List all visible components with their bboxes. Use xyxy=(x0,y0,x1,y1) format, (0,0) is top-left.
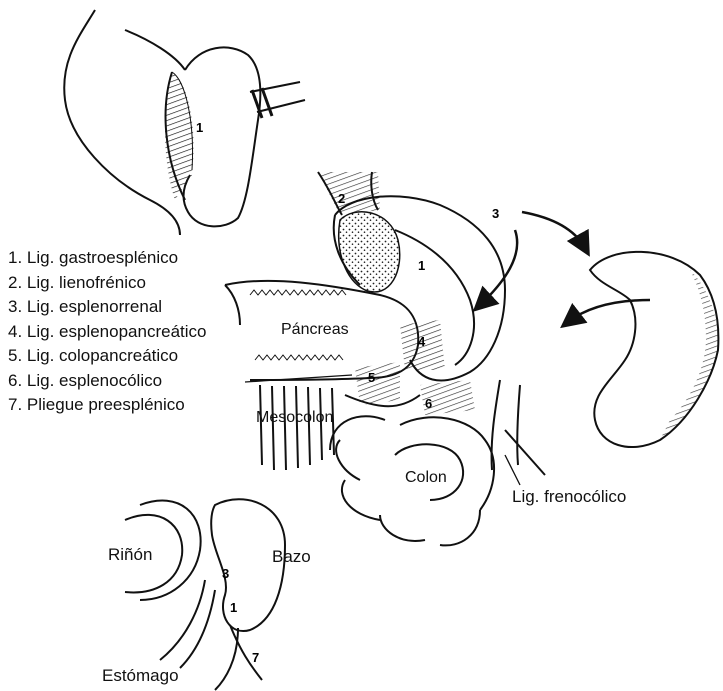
bottom-inset-drawing xyxy=(125,499,285,690)
gastrosplenic-ligament-hatch xyxy=(165,72,194,200)
legend-item: 4. Lig. esplenopancreático xyxy=(8,320,206,345)
colopancreatic-ligament-hatch xyxy=(355,362,400,405)
legend-item: 1. Lig. gastroesplénico xyxy=(8,246,206,271)
ligament-legend: 1. Lig. gastroesplénico 2. Lig. lienofré… xyxy=(8,246,206,418)
kidney-label: Riñón xyxy=(108,545,152,565)
bottom-marker-7: 7 xyxy=(252,650,259,665)
legend-item: 6. Lig. esplenocólico xyxy=(8,369,206,394)
main-marker-5: 5 xyxy=(368,370,375,385)
phrenicocolic-ligament-label: Lig. frenocólico xyxy=(512,487,626,507)
legend-item: 2. Lig. lienofrénico xyxy=(8,271,206,296)
legend-item: 5. Lig. colopancreático xyxy=(8,344,206,369)
spleen-label: Bazo xyxy=(272,547,311,567)
main-marker-6: 6 xyxy=(425,396,432,411)
bottom-marker-1: 1 xyxy=(230,600,237,615)
main-marker-2: 2 xyxy=(338,191,345,206)
bottom-marker-3: 3 xyxy=(222,566,229,581)
main-marker-3: 3 xyxy=(492,206,499,221)
legend-item: 7. Pliegue preesplénico xyxy=(8,393,206,418)
lienophrenic-ligament-hatch xyxy=(318,172,380,215)
main-marker-4: 4 xyxy=(418,334,426,349)
main-marker-1: 1 xyxy=(418,258,425,273)
pancreas-label: Páncreas xyxy=(281,320,349,340)
top-inset-marker-1: 1 xyxy=(196,120,203,135)
colon-label: Colon xyxy=(405,468,447,488)
legend-item: 3. Lig. esplenorrenal xyxy=(8,295,206,320)
rotated-spleen-shading xyxy=(660,270,718,440)
stomach-label: Estómago xyxy=(102,666,179,686)
spleen-hilum-stipple xyxy=(339,212,400,292)
mesocolon-label: Mesocolon xyxy=(256,408,333,428)
